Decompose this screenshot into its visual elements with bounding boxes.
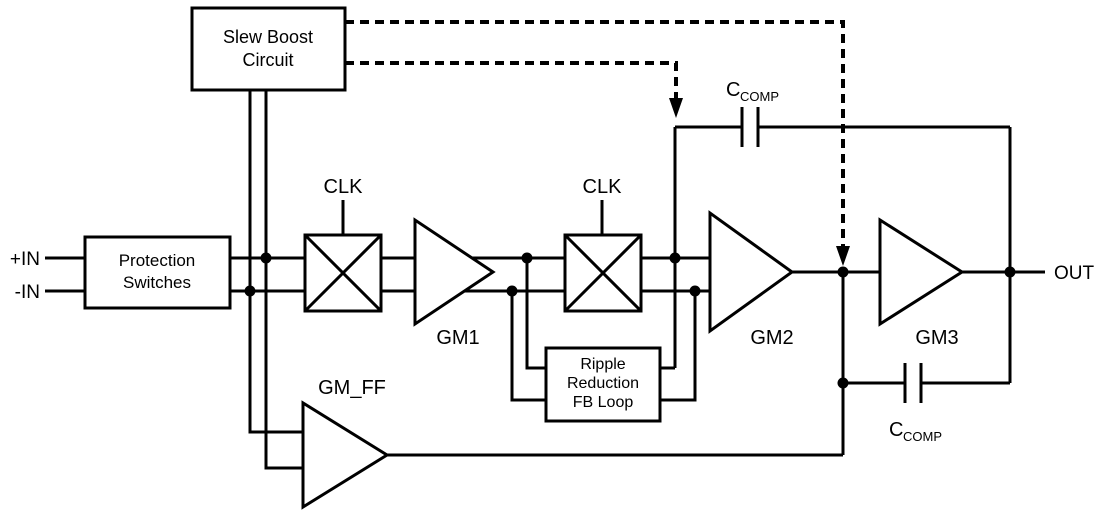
arrowhead-gm2-output-icon	[836, 246, 850, 266]
ccomp-bottom-symbol: C	[889, 419, 903, 441]
dashed-path-to-gm2-output	[345, 20, 845, 248]
junction-input-bottom-tap	[244, 285, 256, 297]
protection-switches-block: Protection Switches	[83, 235, 232, 310]
gm3-triangle-icon	[878, 217, 965, 327]
wire-slewboost-to-gmff-top	[248, 90, 322, 434]
junction-gm2-output-node	[837, 266, 849, 278]
junction-dots	[244, 252, 1016, 389]
input-chopper-clk-label: CLK	[324, 176, 364, 198]
junction-gm1-out-bottom-tap	[506, 285, 518, 297]
input-chopper-cross-icon	[303, 233, 383, 313]
output-chopper-cross-icon	[563, 233, 643, 313]
output-chopper-clk-label: CLK	[583, 176, 623, 198]
junction-input-top-tap	[260, 252, 272, 264]
ripple-loop-block: Ripple Reduction FB Loop	[544, 346, 662, 423]
ripple-loop-box	[544, 346, 662, 423]
output-chopper-block: CLK	[563, 176, 643, 313]
protection-label-line2: Switches	[123, 273, 191, 292]
ccomp-bottom-subscript: COMP	[903, 429, 942, 444]
gm1-amplifier: GM1	[413, 217, 496, 349]
wire-ripple-right-bottom	[660, 291, 697, 402]
gmff-amplifier: GM_FF	[301, 377, 390, 510]
junction-chopper2-out-bottom-tap	[689, 285, 701, 297]
gmff-label: GM_FF	[318, 377, 386, 399]
gm3-label: GM3	[915, 327, 958, 349]
junction-output-node	[1004, 266, 1016, 278]
ccomp-top-label: C COMP	[726, 79, 779, 104]
protection-switches-box	[83, 235, 232, 310]
gm3-amplifier: GM3	[878, 217, 965, 349]
slew-boost-block: Slew Boost Circuit	[190, 6, 347, 92]
wire-ripple-left-bottom	[510, 291, 546, 402]
junction-gm1-out-top-tap	[521, 252, 533, 264]
ccomp-top-subscript: COMP	[740, 89, 779, 104]
slew-boost-label-line1: Slew Boost	[223, 27, 313, 47]
arrowhead-ccomp-node-icon	[669, 98, 683, 118]
gm2-amplifier: GM2	[708, 210, 795, 349]
in-negative-label: -IN	[15, 282, 40, 303]
dashed-path-to-ccomp-node	[345, 61, 678, 100]
input-chopper-block: CLK	[303, 176, 383, 313]
junction-chopper2-out-top-tap	[669, 252, 681, 264]
slew-boost-label-line2: Circuit	[242, 50, 293, 70]
port-labels: +IN -IN OUT	[10, 249, 1095, 303]
gm2-triangle-icon	[708, 210, 795, 334]
ccomp-bottom-label: C COMP	[889, 419, 942, 444]
out-label: OUT	[1054, 263, 1095, 284]
gm1-label: GM1	[436, 327, 479, 349]
ccomp-top-symbol: C	[726, 79, 740, 101]
gm1-triangle-icon	[413, 217, 496, 327]
capacitors	[740, 107, 923, 403]
ripple-label-line2: Reduction	[567, 375, 639, 392]
ripple-label-line1: Ripple	[580, 356, 625, 373]
ripple-label-line3: FB Loop	[573, 394, 634, 411]
protection-label-line1: Protection	[119, 251, 196, 270]
junction-ccomp-bottom-node	[837, 377, 849, 389]
slew-boost-control-paths	[345, 20, 850, 266]
gmff-triangle-icon	[301, 400, 390, 510]
wire-ripple-left-top	[525, 258, 546, 370]
gm2-label: GM2	[750, 327, 793, 349]
slew-boost-box	[190, 6, 347, 92]
in-positive-label: +IN	[10, 249, 40, 270]
